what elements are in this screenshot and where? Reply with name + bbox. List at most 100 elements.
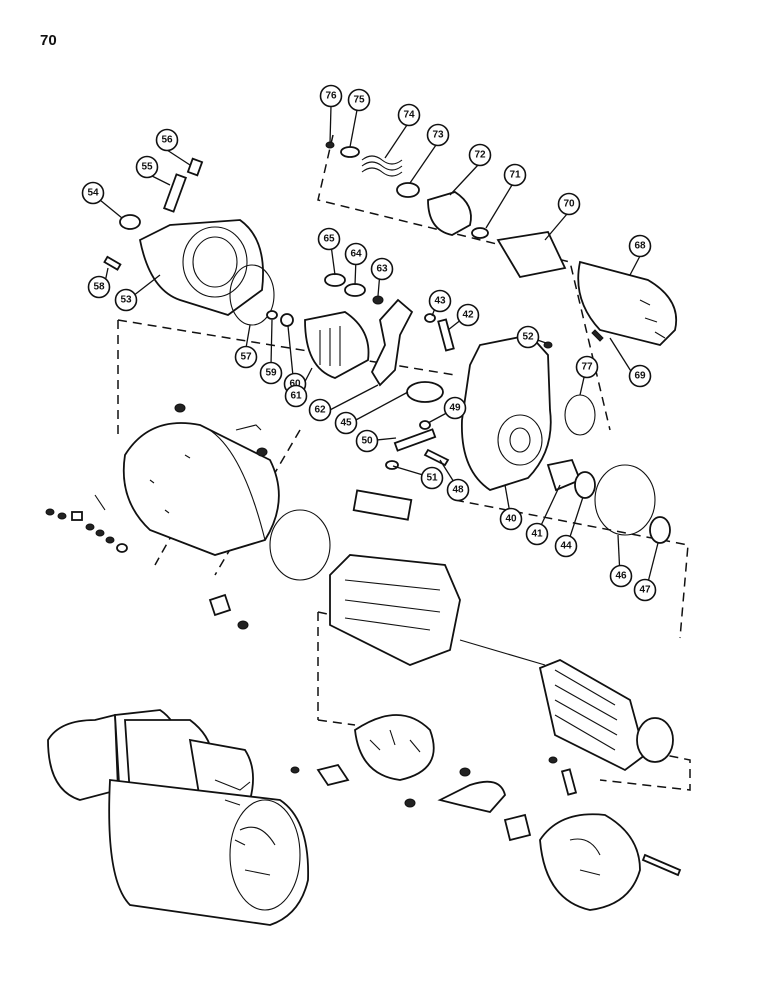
- svg-text:43: 43: [434, 296, 446, 307]
- armature-group: [329, 554, 674, 772]
- svg-text:65: 65: [323, 234, 335, 245]
- svg-text:46: 46: [615, 571, 627, 582]
- armature-shaft: [459, 639, 546, 666]
- brush-plate: [354, 714, 435, 781]
- svg-text:68: 68: [634, 241, 646, 252]
- svg-text:48: 48: [452, 485, 464, 496]
- page-number: 70: [40, 32, 57, 49]
- dowel-pin: [560, 768, 578, 796]
- callout-41: 41: [525, 522, 549, 546]
- part-72-plunger: [427, 191, 472, 236]
- callout-52: 52: [516, 325, 540, 349]
- part-65-ring: [324, 273, 346, 287]
- field-frame: [122, 422, 280, 556]
- callout-53: 53: [114, 288, 138, 312]
- part-68-solenoid-body: [577, 260, 677, 346]
- part-46-o-ring: [594, 464, 656, 536]
- part-74-spring: [361, 155, 403, 177]
- part-54-bushing: [119, 214, 141, 230]
- assembled-starter: [47, 709, 309, 926]
- svg-text:75: 75: [353, 95, 365, 106]
- callout-69: 69: [628, 364, 652, 388]
- solenoid-group: [325, 141, 677, 346]
- svg-text:62: 62: [314, 405, 326, 416]
- svg-text:73: 73: [432, 130, 444, 141]
- lever-housing-group: [461, 334, 671, 544]
- callout-65: 65: [317, 227, 341, 251]
- callout-43: 43: [428, 289, 452, 313]
- end-bushing: [503, 813, 532, 842]
- part-53-drive-housing: [138, 219, 264, 316]
- part-64-ring: [344, 283, 366, 297]
- callout-59: 59: [259, 361, 283, 385]
- callout-73: 73: [426, 123, 450, 147]
- part-58-bolt: [103, 255, 122, 271]
- callout-70: 70: [557, 192, 581, 216]
- frame-group: [122, 403, 413, 630]
- svg-text:63: 63: [376, 264, 388, 275]
- commutator-end: [636, 717, 674, 763]
- svg-text:71: 71: [509, 170, 521, 181]
- svg-text:45: 45: [340, 418, 352, 429]
- callout-71: 71: [503, 163, 527, 187]
- svg-text:44: 44: [560, 541, 572, 552]
- callout-40: 40: [499, 507, 523, 531]
- terminal-bolt: [208, 593, 232, 617]
- callout-46: 46: [609, 564, 633, 588]
- svg-text:55: 55: [141, 162, 153, 173]
- callout-61: 61: [284, 384, 308, 408]
- svg-text:41: 41: [531, 529, 543, 540]
- callout-63: 63: [370, 257, 394, 281]
- part-69-screw: [591, 329, 604, 342]
- part-49-washer: [419, 420, 431, 430]
- callout-56: 56: [155, 128, 179, 152]
- part-70-plunger-rod: [496, 231, 567, 279]
- callout-64: 64: [344, 242, 368, 266]
- part-60-washer: [280, 313, 294, 327]
- part-55-pin: [162, 173, 188, 213]
- part-40-lever-housing: [461, 334, 552, 491]
- frame-o-ring: [269, 509, 331, 581]
- terminal-hardware: [45, 494, 128, 553]
- callout-74: 74: [397, 103, 421, 127]
- part-42-pin: [437, 318, 455, 352]
- callout-42: 42: [456, 303, 480, 327]
- callout-51: 51: [420, 466, 444, 490]
- brush-holder-cage: [329, 554, 461, 666]
- svg-text:42: 42: [462, 310, 474, 321]
- brake-bracket: [437, 780, 506, 813]
- field-lead: [235, 424, 262, 431]
- part-57-o-ring: [229, 264, 275, 326]
- callout-77: 77: [575, 355, 599, 379]
- part-71-washer: [471, 227, 489, 239]
- svg-text:53: 53: [120, 295, 132, 306]
- part-50-shaft: [393, 428, 437, 452]
- part-52-nut: [543, 341, 553, 349]
- part-47-washer: [649, 516, 671, 544]
- part-63-nut: [372, 295, 384, 305]
- callout-76: 76: [319, 84, 343, 108]
- callout-54: 54: [81, 181, 105, 205]
- part-59-washer: [266, 310, 278, 320]
- callout-55: 55: [135, 155, 159, 179]
- svg-text:58: 58: [93, 282, 105, 293]
- clutch-lever-group: [304, 273, 553, 470]
- commutator-end-frame: [539, 813, 641, 911]
- callout-75: 75: [347, 88, 371, 112]
- part-73-washer: [396, 182, 420, 198]
- svg-text:49: 49: [449, 403, 461, 414]
- callout-72: 72: [468, 143, 492, 167]
- callout-58: 58: [87, 275, 111, 299]
- through-bolt: [641, 853, 682, 877]
- part-62-shift-lever: [370, 298, 414, 387]
- part-48-bolt: [423, 448, 450, 467]
- callout-45: 45: [334, 411, 358, 435]
- svg-text:54: 54: [87, 188, 99, 199]
- part-75-cap: [340, 146, 360, 158]
- svg-text:56: 56: [161, 135, 173, 146]
- svg-text:60: 60: [289, 379, 301, 390]
- svg-text:50: 50: [361, 436, 373, 447]
- svg-text:64: 64: [350, 249, 362, 260]
- callout-62: 62: [308, 398, 332, 422]
